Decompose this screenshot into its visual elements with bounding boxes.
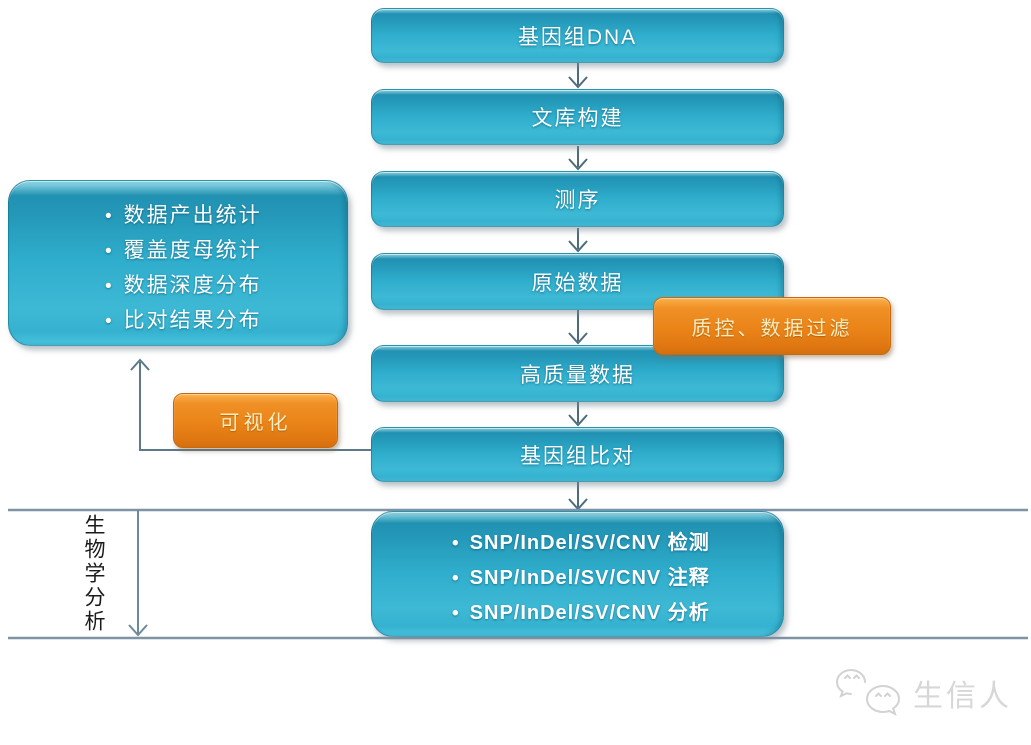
list-item: • SNP/InDel/SV/CNV 注释 [452, 561, 773, 596]
arrow-down-icon [568, 146, 588, 171]
list-item: • 数据产出统计 [105, 199, 337, 234]
stats-box: • 数据产出统计 • 覆盖度母统计 • 数据深度分布 • 比对结果分布 [8, 180, 348, 346]
stats-item-label: 比对结果分布 [123, 309, 262, 332]
wechat-logo-icon [835, 668, 901, 717]
flow-box-label: 基因组比对 [520, 444, 635, 468]
analysis-box: • SNP/InDel/SV/CNV 检测 • SNP/InDel/SV/CNV… [371, 511, 784, 637]
bullet-icon: • [452, 533, 460, 554]
flow-box-label: 高质量数据 [520, 363, 635, 387]
watermark: 生信人 [833, 666, 1012, 720]
bullet-icon: • [105, 206, 114, 227]
bullet-icon: • [105, 311, 114, 332]
flow-box-sequencing: 测序 [371, 171, 784, 227]
flow-box-library-prep: 文库构建 [371, 89, 784, 145]
arrow-down-icon [568, 310, 588, 345]
qc-filter-label: 质控、数据过滤 [691, 317, 853, 340]
arrow-down-icon [568, 482, 588, 511]
arrow-down-icon [568, 63, 588, 89]
flow-box-genomic-dna: 基因组DNA [371, 8, 784, 63]
visualization-label: 可视化 [219, 412, 292, 434]
flow-box-label: 文库构建 [531, 107, 624, 130]
list-item: • SNP/InDel/SV/CNV 检测 [452, 526, 773, 561]
list-item: • 比对结果分布 [105, 304, 337, 339]
flow-box-genome-alignment: 基因组比对 [371, 427, 784, 482]
list-item: • 数据深度分布 [105, 269, 337, 304]
stats-item-label: 数据深度分布 [123, 274, 262, 297]
bullet-icon: • [105, 276, 114, 297]
stats-item-label: 覆盖度母统计 [123, 239, 262, 262]
stats-item-label: 数据产出统计 [123, 204, 262, 227]
viz-connector-arrow [130, 358, 371, 451]
analysis-item-label: SNP/InDel/SV/CNV 分析 [469, 602, 710, 624]
flow-box-label: 测序 [554, 189, 601, 212]
analysis-item-label: SNP/InDel/SV/CNV 检测 [469, 532, 710, 554]
bullet-icon: • [452, 603, 460, 624]
arrow-down-icon [568, 401, 588, 427]
bullet-icon: • [452, 568, 460, 589]
list-item: • SNP/InDel/SV/CNV 分析 [452, 596, 773, 631]
bio-section-arrow [128, 510, 148, 637]
flow-box-label: 基因组DNA [517, 25, 638, 49]
flow-box-label: 原始数据 [531, 271, 624, 295]
qc-filter-box: 质控、数据过滤 [653, 297, 891, 355]
analysis-item-label: SNP/InDel/SV/CNV 注释 [469, 567, 710, 589]
visualization-box: 可视化 [173, 393, 338, 448]
list-item: • 覆盖度母统计 [105, 234, 337, 269]
arrow-down-icon [568, 228, 588, 253]
bullet-icon: • [105, 241, 114, 262]
bio-section-label: 生物学分析 [82, 514, 105, 634]
watermark-text: 生信人 [913, 680, 1012, 713]
